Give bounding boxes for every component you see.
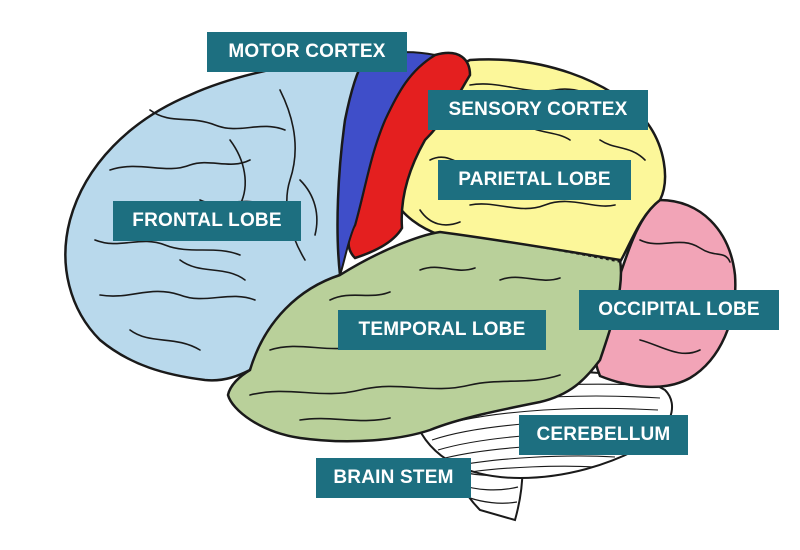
parietal-temporal-boundary — [439, 231, 621, 263]
frontal-lobe-label: FRONTAL LOBE — [113, 201, 301, 241]
brain-stem-label: BRAIN STEM — [316, 458, 471, 498]
occipital-lobe-label: OCCIPITAL LOBE — [579, 290, 779, 330]
motor-cortex-label: MOTOR CORTEX — [207, 32, 407, 72]
temporal-lobe-label: TEMPORAL LOBE — [338, 310, 546, 350]
parietal-lobe-label: PARIETAL LOBE — [438, 160, 631, 200]
cerebellum-label: CEREBELLUM — [519, 415, 688, 455]
sensory-cortex-label: SENSORY CORTEX — [428, 90, 648, 130]
